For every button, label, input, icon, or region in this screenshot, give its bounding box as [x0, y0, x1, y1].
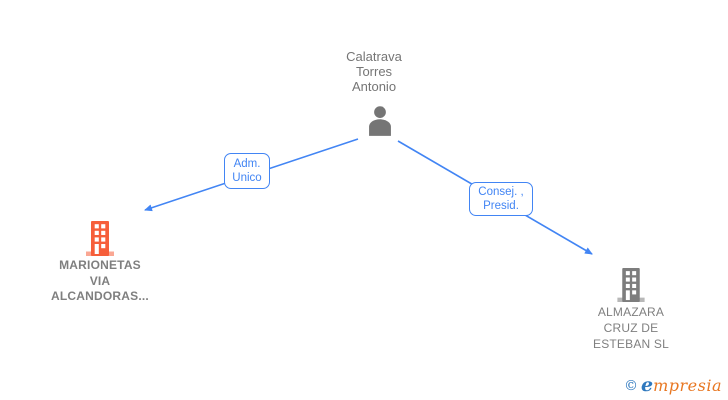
edge-label-adm-unico[interactable]: Adm. Unico	[224, 153, 270, 189]
edge-label-consej-presid[interactable]: Consej. , Presid.	[469, 182, 533, 216]
logo-wordmark: mpresia	[653, 376, 722, 395]
company-name-line: ESTEBAN SL	[592, 337, 670, 351]
company-name-marionetas: MARIONETAS VIA ALCANDORAS...	[40, 258, 160, 305]
logo-letter-e: e	[641, 374, 654, 396]
edge-label-line: Unico	[232, 172, 262, 184]
company-name-line: CRUZ DE	[603, 321, 659, 335]
company-name-line: ALCANDORAS...	[51, 289, 149, 303]
building-icon-gray	[617, 268, 645, 302]
company-name-almazara: ALMAZARA CRUZ DE ESTEBAN SL	[571, 304, 691, 352]
person-icon	[364, 105, 396, 136]
person-name: Calatrava Torres Antonio	[314, 49, 434, 94]
copyright-icon: ©	[624, 378, 638, 394]
edge-label-line: Adm.	[233, 158, 261, 170]
company-name-line: MARIONETAS	[59, 258, 141, 272]
edge-label-line: Presid.	[483, 200, 519, 212]
empresia-logo[interactable]: ©empresia	[624, 374, 722, 396]
edge-label-line: Consej. ,	[478, 186, 524, 198]
company-name-line: ALMAZARA	[597, 305, 665, 319]
person-name-line: Torres	[355, 64, 393, 79]
company-node-marionetas[interactable]: MARIONETAS VIA ALCANDORAS...	[40, 221, 160, 305]
building-icon-orange	[86, 221, 114, 256]
company-name-line: VIA	[89, 273, 111, 288]
company-node-almazara[interactable]: ALMAZARA CRUZ DE ESTEBAN SL	[571, 268, 691, 352]
person-name-line: Calatrava	[346, 49, 402, 64]
person-name-line: Antonio	[351, 79, 397, 94]
